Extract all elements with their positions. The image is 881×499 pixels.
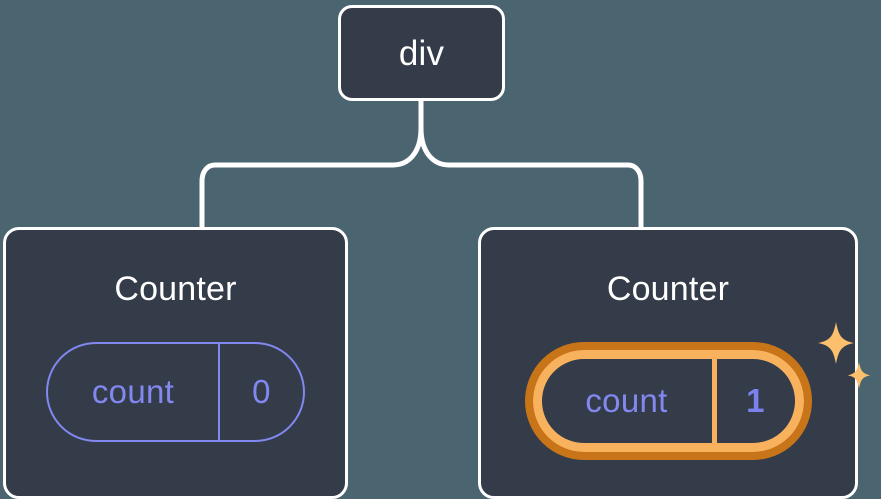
- state-value-right: 1: [746, 382, 765, 419]
- sparkle-small-icon: [847, 362, 870, 389]
- node-div[interactable]: div: [338, 5, 505, 101]
- state-value-left: 0: [252, 373, 271, 410]
- state-key-right: count: [542, 359, 717, 443]
- node-counter-right[interactable]: Counter count 1: [478, 227, 870, 499]
- connector-branch-left: [199, 125, 424, 230]
- node-counter-left-label: Counter: [114, 270, 237, 308]
- sparkle-large-icon: [817, 322, 854, 364]
- connector-branch-right: [418, 125, 644, 230]
- state-pill-right-wrap: count 1: [524, 322, 870, 460]
- state-pill-right-inner: count 1: [532, 350, 804, 452]
- node-counter-left[interactable]: Counter count 0: [3, 227, 348, 499]
- state-pill-right[interactable]: count 1: [524, 342, 812, 460]
- node-counter-right-label: Counter: [606, 270, 730, 308]
- state-pill-left[interactable]: count 0: [46, 342, 305, 442]
- node-div-label: div: [398, 33, 445, 73]
- sparkle-group: [817, 322, 870, 389]
- state-pill-left-wrap: count 0: [46, 342, 305, 442]
- state-key-left: count: [48, 344, 220, 440]
